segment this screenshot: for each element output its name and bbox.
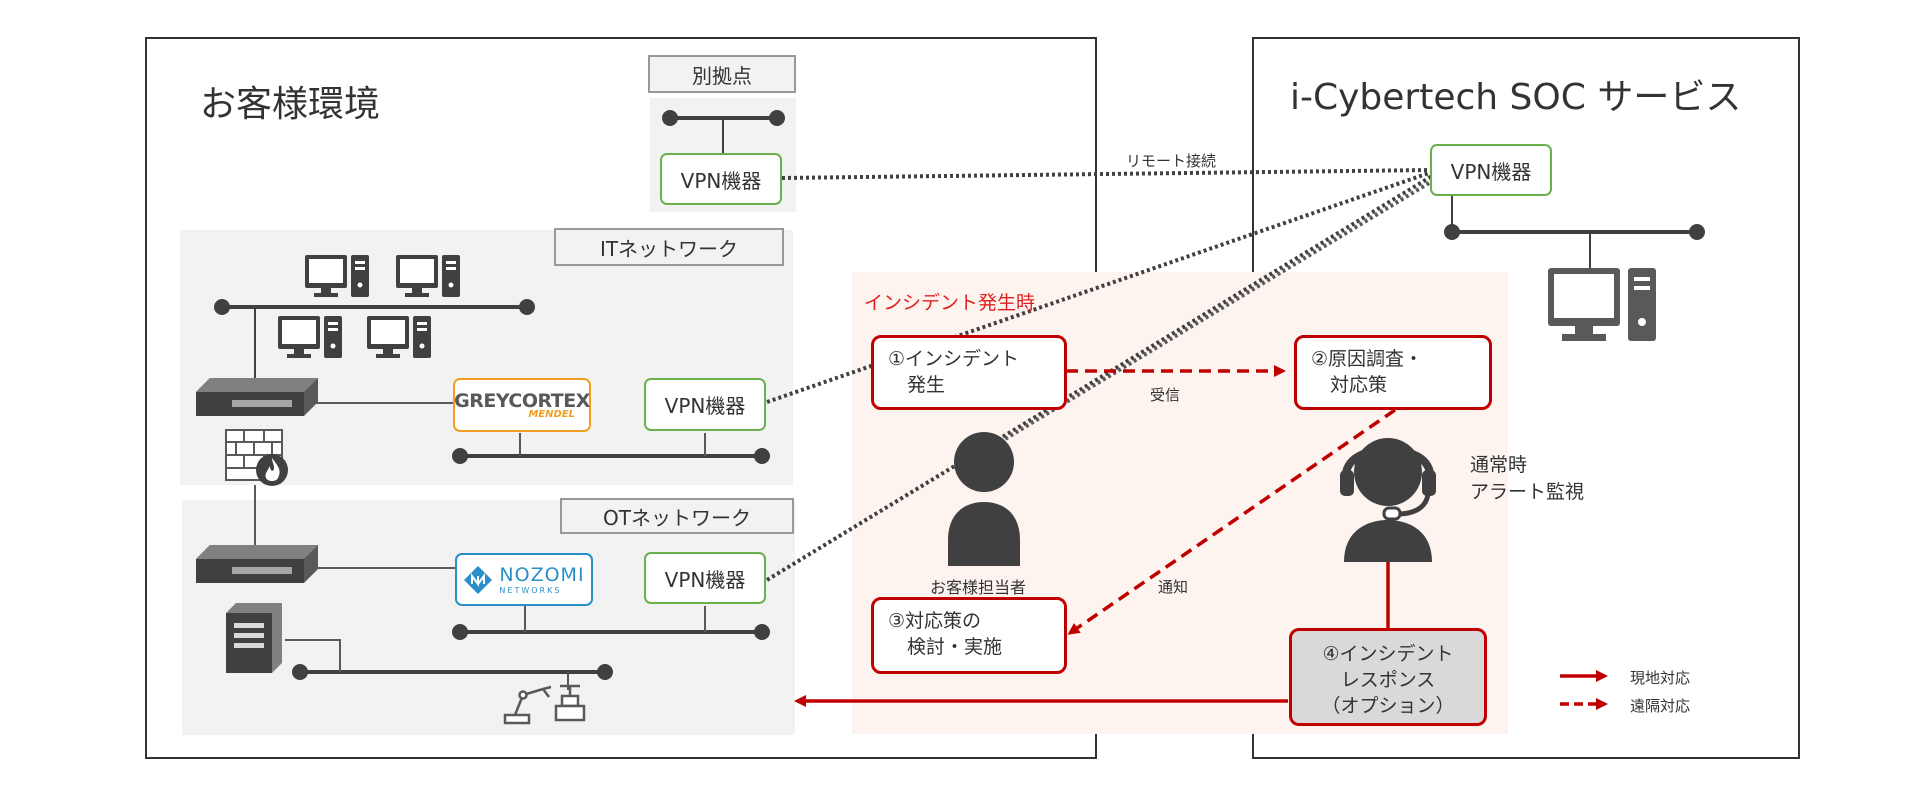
it-vpn-device: VPN機器 [644, 378, 766, 431]
ot-network-lines [285, 567, 770, 690]
it-network-bus [214, 299, 535, 404]
customer-env-title: お客様環境 [200, 84, 381, 125]
server-icon [226, 603, 282, 673]
branch-vpn-device: VPN機器 [660, 153, 782, 205]
valve-icon [554, 684, 586, 722]
robot-arm-icon [503, 685, 552, 725]
legend-remote-label: 遠隔対応 [1630, 697, 1691, 715]
step4-incident-response: ④インシデント レスポンス （オプション） [1289, 628, 1487, 726]
operator-headset-icon [1340, 438, 1436, 562]
pc-icon [396, 255, 460, 297]
step3-countermeasure: ③対応策の 検討・実施 [871, 597, 1067, 674]
remote-connection-label: リモート接続 [1126, 152, 1217, 170]
nozomi-networks-logo: NOZOMI NETWORKS [455, 553, 593, 606]
receive-label: 受信 [1150, 386, 1181, 404]
soc-service-title: i-Cybertech SOC サービス [1290, 77, 1742, 118]
pc-icon [305, 255, 369, 297]
notify-arrow [1067, 408, 1396, 635]
notify-label: 通知 [1158, 578, 1189, 596]
step1-incident-occurs: ①インシデント 発生 [871, 335, 1067, 410]
branch-office-tag: 別拠点 [648, 55, 796, 93]
branch-network-bus [662, 110, 785, 153]
nozomi-logo-text: NOZOMI [499, 564, 585, 586]
customer-person-icon [948, 432, 1020, 566]
step2-cause-investigation: ②原因調査・ 対応策 [1294, 335, 1492, 410]
ot-network-zone [182, 500, 795, 735]
networks-logo-text: NETWORKS [499, 586, 562, 595]
legend-onsite-label: 現地対応 [1630, 669, 1691, 687]
soc-network-bus [1444, 196, 1705, 270]
switch-icon [196, 545, 318, 583]
mendel-logo-text: MENDEL [528, 409, 575, 420]
pc-icon [367, 316, 431, 358]
greycortex-mendel-logo: GREYCORTEX MENDEL [453, 378, 591, 432]
ot-vpn-device: VPN機器 [644, 552, 766, 604]
nozomi-mark-icon [464, 565, 493, 594]
it-network-tag: ITネットワーク [554, 228, 784, 266]
incident-title: インシデント発生時 [864, 292, 1036, 314]
soc-vpn-device: VPN機器 [1430, 144, 1552, 196]
customer-person-label: お客様担当者 [930, 578, 1027, 597]
firewall-icon [225, 429, 288, 486]
ot-network-tag: OTネットワーク [560, 498, 794, 534]
greycortex-logo-text: GREYCORTEX [454, 390, 590, 412]
pc-icon [278, 316, 342, 358]
soc-pc-icon [1548, 268, 1656, 341]
remote-connection-lines [765, 168, 1436, 582]
switch-icon [196, 378, 318, 416]
it-sensor-bus [452, 433, 770, 464]
normal-monitoring-label: 通常時 アラート監視 [1470, 454, 1585, 503]
